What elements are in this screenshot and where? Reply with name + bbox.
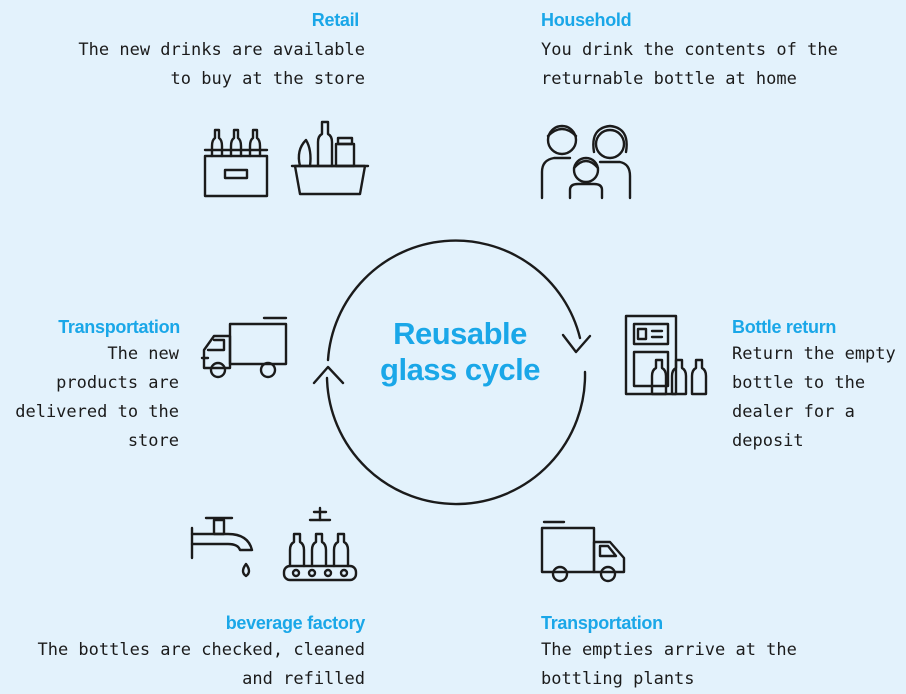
basket-vegetable <box>297 138 312 168</box>
cycle-arc-lower <box>325 370 587 506</box>
transport-store-description: The new products are delivered to the st… <box>15 340 179 456</box>
child-hair <box>572 159 600 170</box>
parent-1-hair <box>546 127 578 138</box>
return-machine-icon <box>624 314 708 396</box>
cycle-arc-upper <box>326 239 582 362</box>
cycle-title: Reusable glass cycle <box>360 316 560 388</box>
bottle-return-desc-line: deposit <box>732 431 804 451</box>
household-description: You drink the contents of the returnable… <box>541 36 838 94</box>
tap-drop <box>241 562 251 578</box>
cycle-title-line: Reusable <box>393 316 527 351</box>
belt-roller <box>339 568 349 578</box>
basket-jar-lid <box>336 136 354 146</box>
crate-bottle-2 <box>229 128 243 158</box>
household-desc-line: returnable bottle at home <box>541 69 797 89</box>
transport-store-desc-line: delivered to the <box>15 402 179 422</box>
truck-wheel-front <box>209 361 227 379</box>
truck-cab <box>592 540 626 574</box>
belt-roller <box>307 568 317 578</box>
truck-wheel-rear <box>551 565 569 583</box>
return-bottle-2 <box>670 358 688 396</box>
parent-2-hair <box>592 124 628 154</box>
beverage-factory-description: The bottles are checked, cleaned and ref… <box>37 636 365 694</box>
transport-plant-title: Transportation <box>541 613 663 633</box>
child-body <box>568 182 604 200</box>
return-bottle-1 <box>650 358 668 396</box>
beverage-factory-desc-line: and refilled <box>242 669 365 689</box>
cycle-arrowhead-right <box>561 333 592 354</box>
basket-bottle <box>316 120 334 168</box>
conveyor-bottle-3 <box>332 532 350 568</box>
belt-roller <box>323 568 333 578</box>
conveyor-bottle-2 <box>310 532 328 568</box>
truck-window <box>598 544 618 558</box>
machine-screen-box <box>636 327 648 341</box>
belt-roller <box>291 568 301 578</box>
truck-window <box>206 338 226 352</box>
truck-icon <box>540 520 626 583</box>
transport-store-title: Transportation <box>58 317 180 337</box>
bottle-return-desc-line: dealer for a <box>732 402 855 422</box>
truck-wheel-front <box>599 565 617 583</box>
household-desc-line: You drink the contents of the <box>541 40 838 60</box>
transport-plant-desc-line: bottling plants <box>541 669 695 689</box>
parent-1-body <box>540 156 572 200</box>
retail-title: Retail <box>311 10 360 30</box>
crate-bottle-1 <box>210 128 224 158</box>
conveyor-bottle-1 <box>288 532 306 568</box>
transport-store-desc-line: store <box>127 431 179 451</box>
truck-cargo <box>228 322 288 366</box>
bottle-return-desc-line: bottle to the <box>732 373 866 393</box>
household-title: Household <box>541 10 632 30</box>
cycle-arrowhead-left <box>312 365 345 385</box>
beverage-factory-desc-line: The bottles are checked, cleaned <box>37 640 365 660</box>
crate-shape <box>203 154 269 198</box>
tap-valve <box>212 518 226 536</box>
return-bottle-3 <box>690 358 708 396</box>
beverage-factory-title: beverage factory <box>225 613 366 633</box>
basket-body <box>293 164 367 196</box>
retail-description: The new drinks are available to buy at t… <box>78 36 365 94</box>
family-icon <box>540 124 632 200</box>
bottle-return-desc-line: Return the empty <box>732 344 896 364</box>
tap-and-conveyor-icon <box>190 506 358 582</box>
transport-plant-description: The empties arrive at the bottling plant… <box>541 636 797 694</box>
cycle-title-line: glass cycle <box>380 352 540 387</box>
crate-handle <box>223 168 249 180</box>
conveyor-belt <box>282 564 358 582</box>
truck-wheel-rear <box>259 361 277 379</box>
child-head <box>572 156 600 184</box>
retail-desc-line: to buy at the store <box>170 69 365 89</box>
parent-2-body <box>598 160 632 200</box>
parent-2-head <box>594 128 626 160</box>
crate-bottle-3 <box>248 128 262 158</box>
machine-screen <box>632 322 670 346</box>
transport-store-desc-line: products are <box>56 373 179 393</box>
retail-desc-line: The new drinks are available <box>78 40 365 60</box>
bottle-return-description: Return the empty bottle to the dealer fo… <box>732 340 896 456</box>
transport-plant-desc-line: The empties arrive at the <box>541 640 797 660</box>
parent-1-head <box>546 124 578 156</box>
transport-store-desc-line: The new <box>107 344 179 364</box>
basket-jar <box>334 142 356 168</box>
crate-and-basket-icon <box>203 120 370 198</box>
truck-cargo <box>540 526 596 574</box>
tap-pipe <box>190 532 254 552</box>
bottle-return-title: Bottle return <box>732 317 837 337</box>
delivery-truck-icon <box>200 316 288 379</box>
